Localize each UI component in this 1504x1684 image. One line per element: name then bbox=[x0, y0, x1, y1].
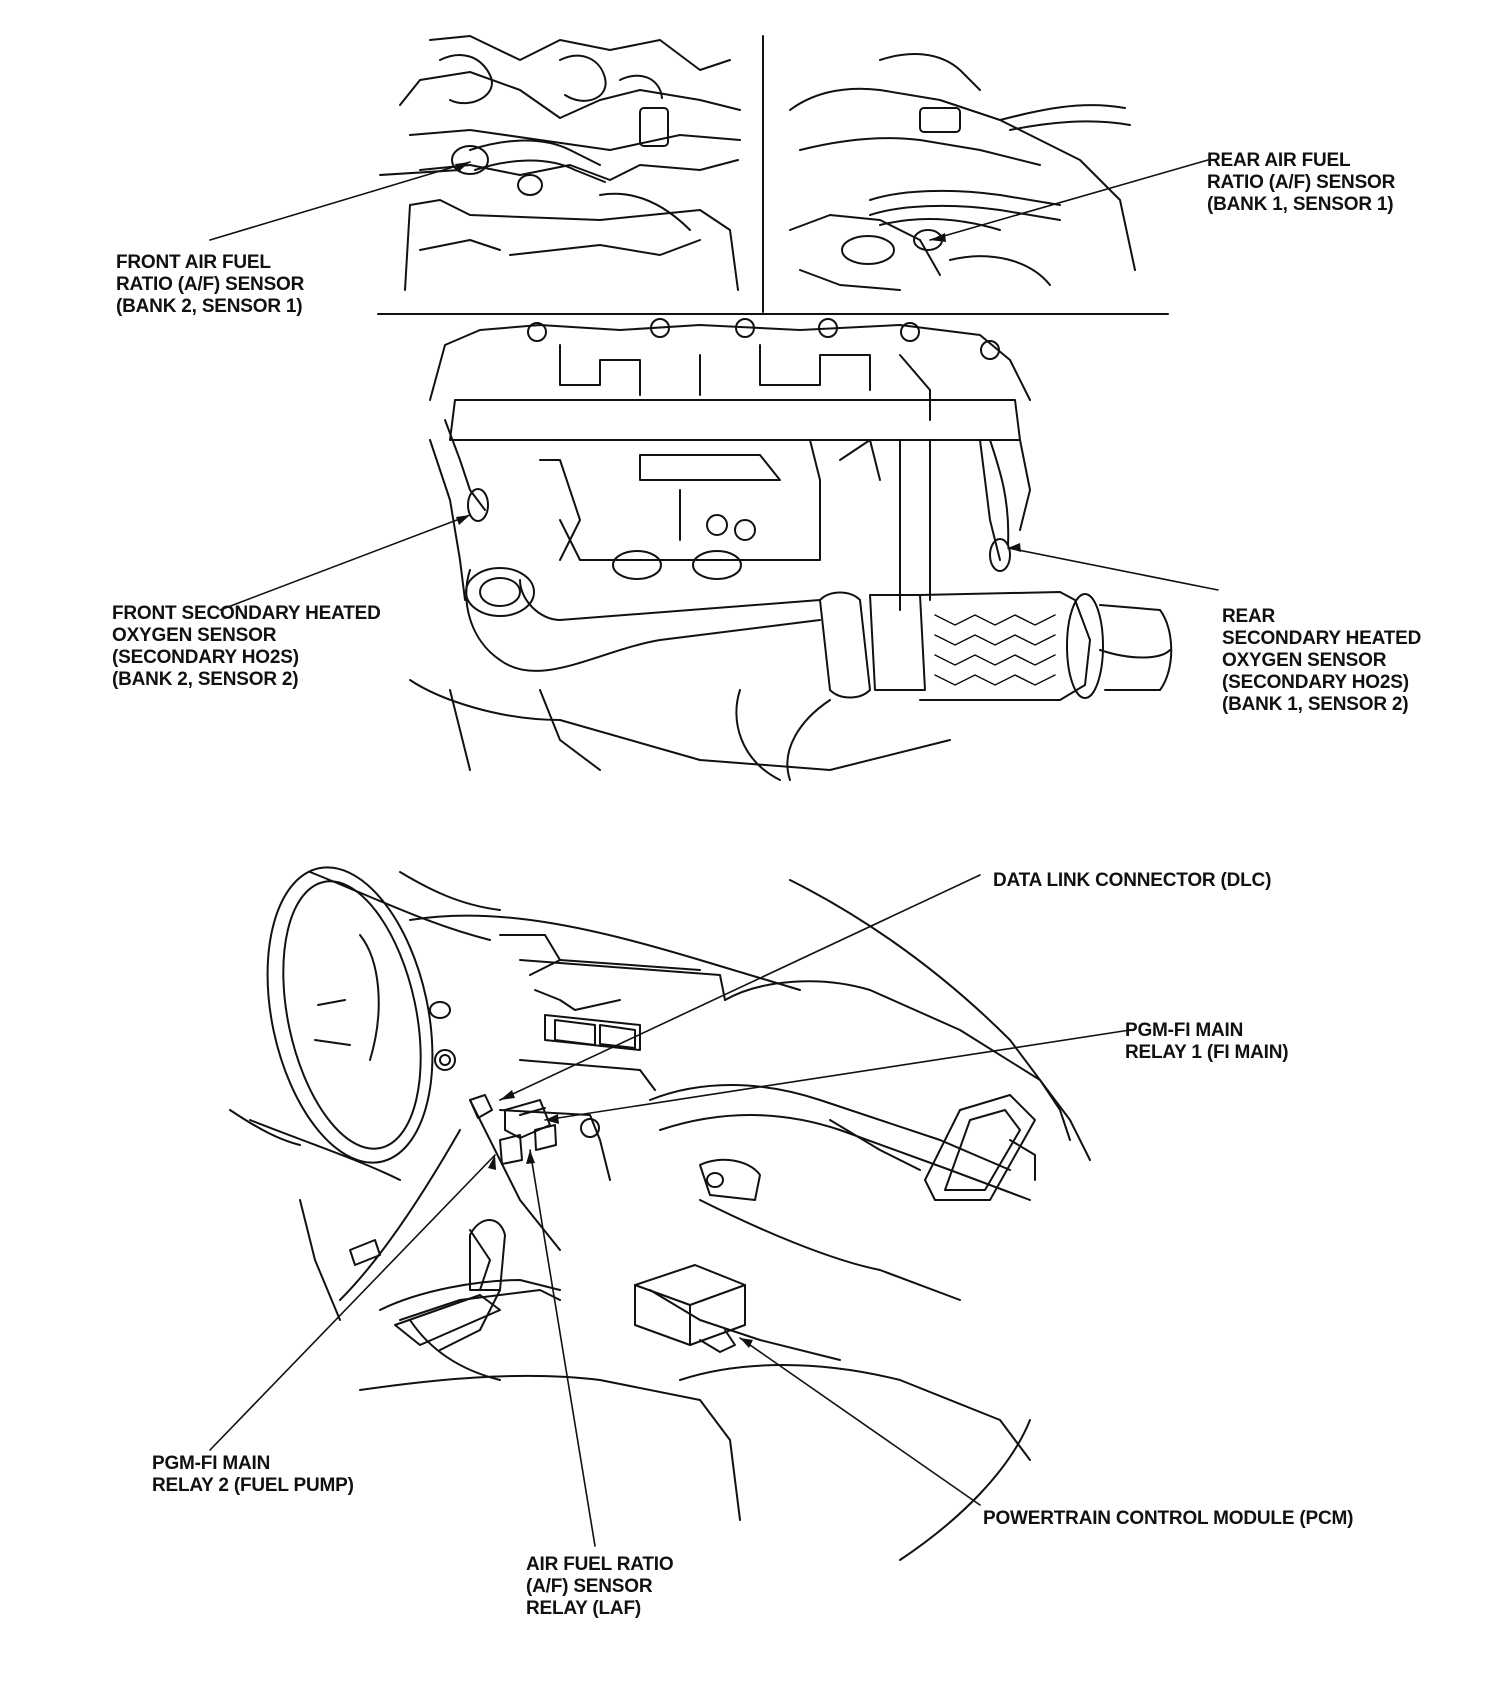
dashboard-art bbox=[310, 872, 1090, 1560]
steering-wheel-art bbox=[243, 852, 458, 1178]
label-fi-main-relay-1: PGM-FI MAIN RELAY 1 (FI MAIN) bbox=[1125, 1020, 1289, 1063]
label-front-secondary-ho2s: FRONT SECONDARY HEATED OXYGEN SENSOR (SE… bbox=[112, 603, 381, 690]
gear-shifter-art bbox=[230, 1110, 505, 1345]
leader-rear-af-sensor bbox=[930, 160, 1208, 240]
leader-laf-relay bbox=[530, 1150, 595, 1546]
leader-pcm bbox=[740, 1338, 980, 1505]
label-laf-relay: AIR FUEL RATIO (A/F) SENSOR RELAY (LAF) bbox=[526, 1554, 674, 1619]
leader-front-secondary-ho2s bbox=[220, 515, 470, 610]
rear-af-sensor-inset-art bbox=[790, 54, 1135, 290]
label-dlc: DATA LINK CONNECTOR (DLC) bbox=[993, 870, 1272, 891]
exhaust-manifold-art bbox=[430, 319, 1030, 610]
label-rear-secondary-ho2s: REAR SECONDARY HEATED OXYGEN SENSOR (SEC… bbox=[1222, 606, 1422, 715]
exhaust-pipe-art bbox=[410, 568, 950, 780]
leader-front-af-sensor bbox=[210, 162, 470, 240]
label-pcm: POWERTRAIN CONTROL MODULE (PCM) bbox=[983, 1508, 1354, 1529]
relay-cluster-art bbox=[470, 1095, 556, 1164]
leader-arrowheads bbox=[455, 162, 1021, 1348]
label-front-af-sensor: FRONT AIR FUEL RATIO (A/F) SENSOR (BANK … bbox=[116, 252, 305, 317]
pcm-box-art bbox=[635, 1265, 745, 1352]
front-af-sensor-inset-art bbox=[380, 36, 740, 290]
catalytic-converter-art bbox=[870, 592, 1171, 700]
leader-fi-main-relay-1 bbox=[545, 1030, 1130, 1120]
leader-dlc bbox=[500, 875, 980, 1100]
leader-rear-secondary-ho2s bbox=[1008, 548, 1218, 590]
label-fi-main-relay-2: PGM-FI MAIN RELAY 2 (FUEL PUMP) bbox=[152, 1453, 354, 1496]
leader-fi-main-relay-2 bbox=[210, 1155, 495, 1450]
label-rear-af-sensor: REAR AIR FUEL RATIO (A/F) SENSOR (BANK 1… bbox=[1207, 150, 1396, 215]
leader-lines bbox=[210, 160, 1218, 1546]
